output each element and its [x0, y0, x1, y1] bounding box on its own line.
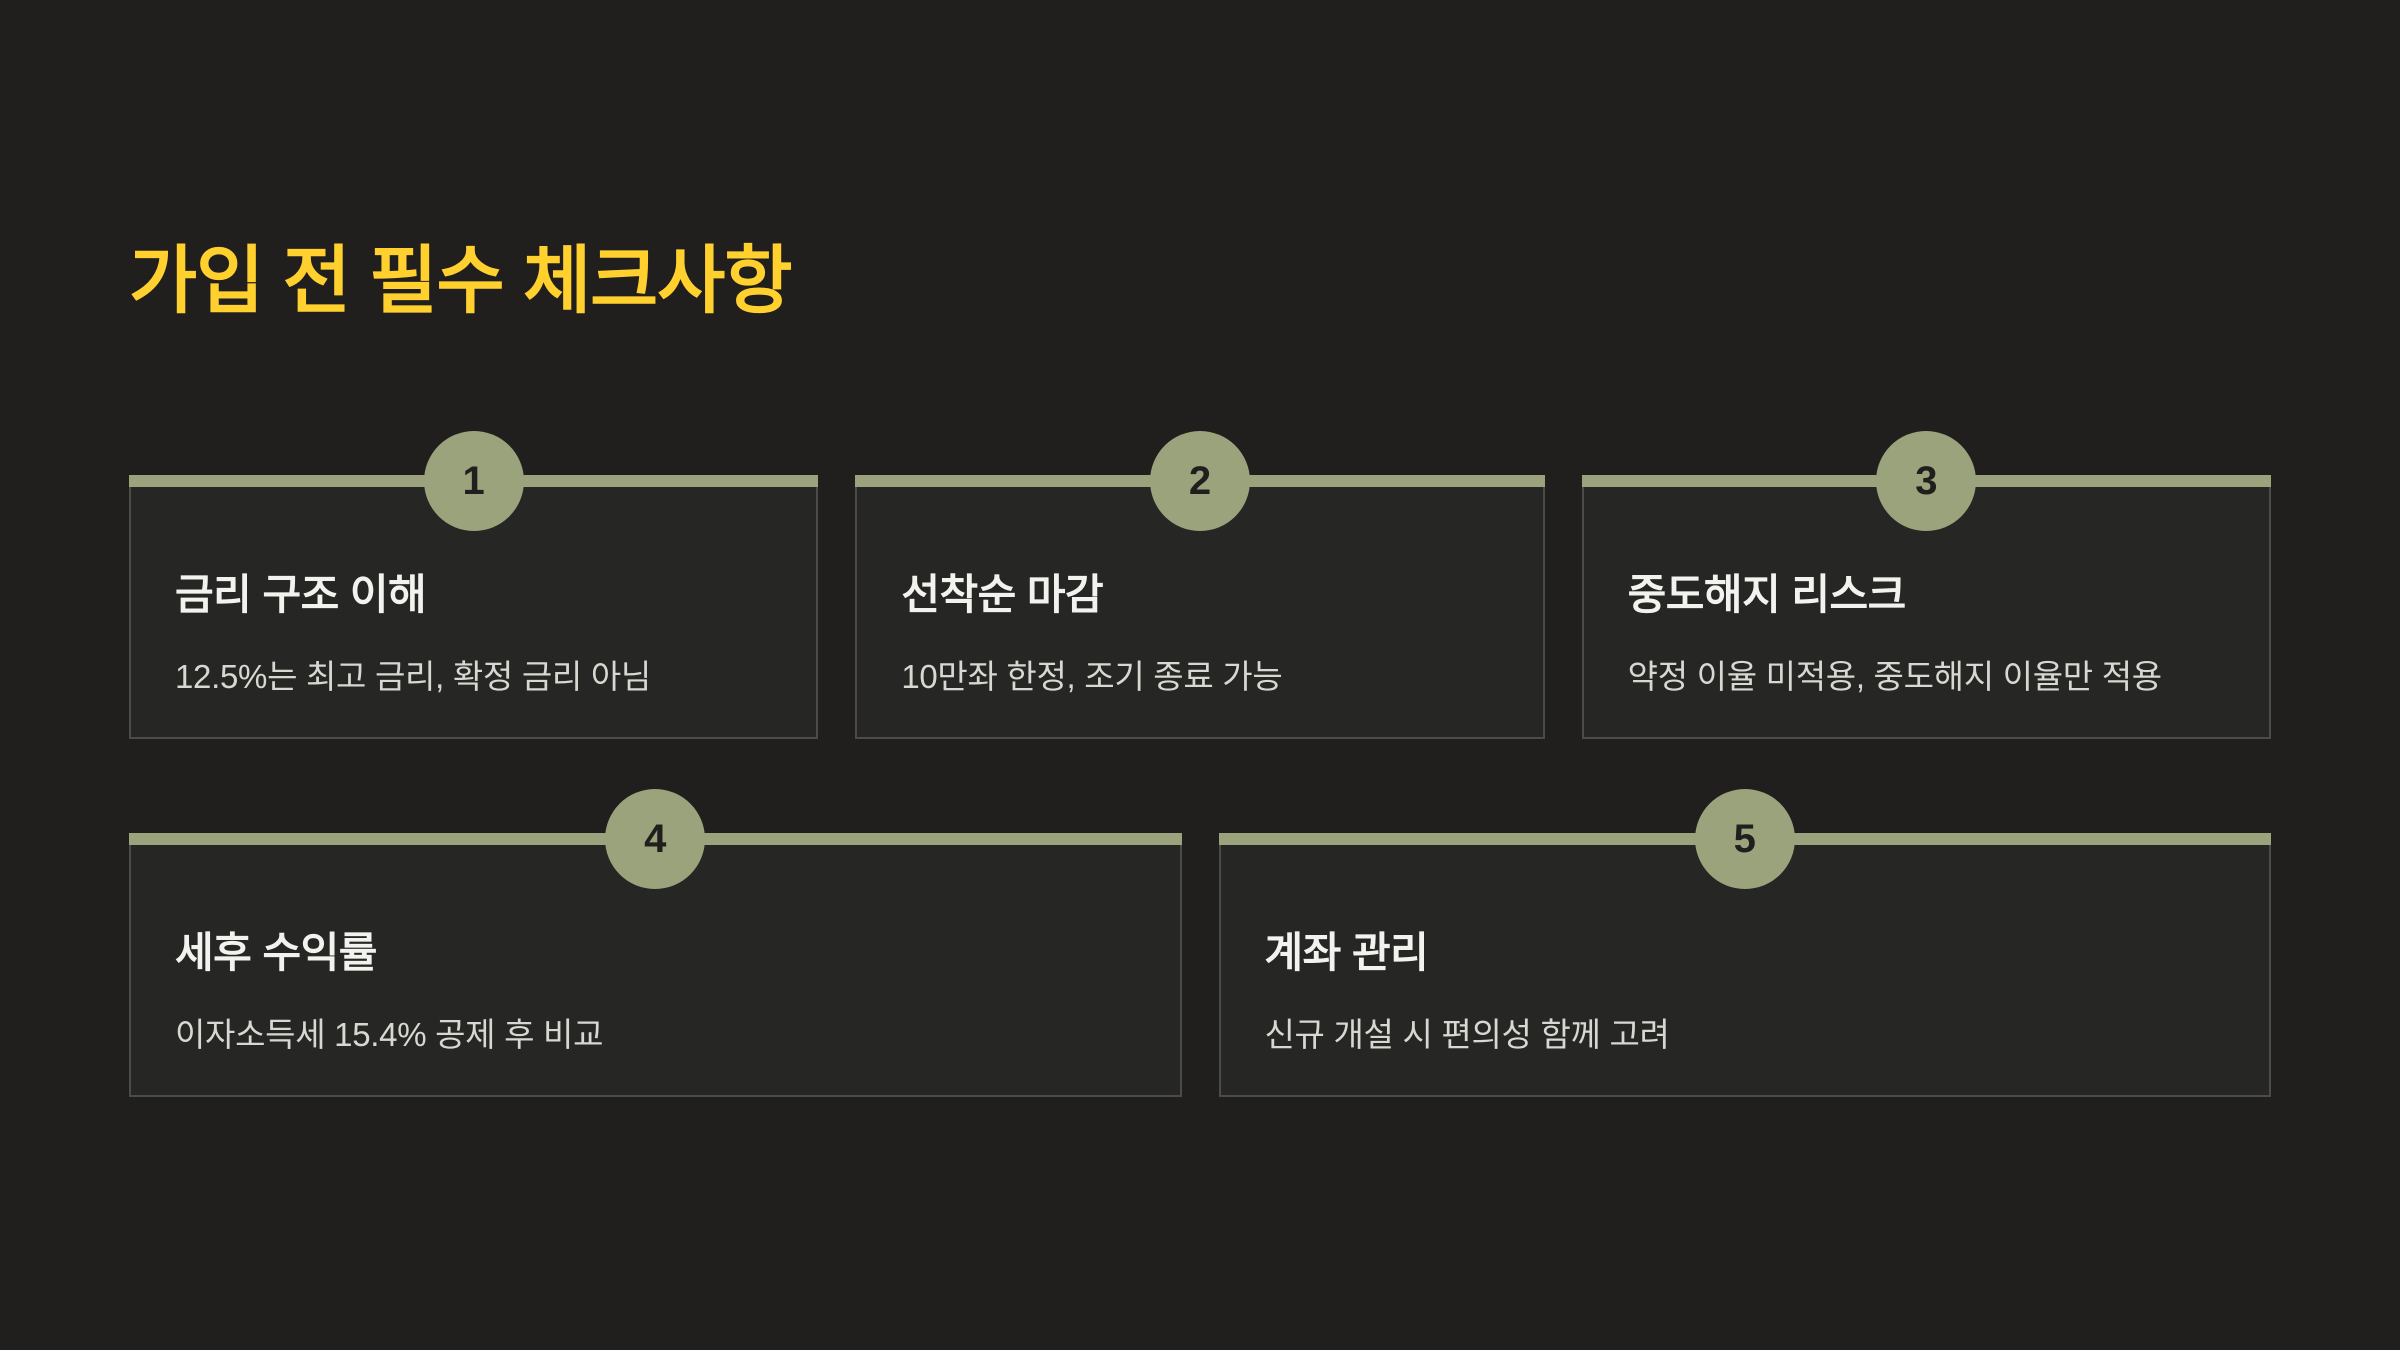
card-body: 계좌 관리 신규 개설 시 편의성 함께 고려 — [1221, 833, 2270, 1056]
card-number-badge: 5 — [1694, 789, 1795, 890]
card-number: 4 — [644, 816, 667, 861]
check-card-2: 2 선착순 마감 10만좌 한정, 조기 종료 가능 — [855, 431, 1545, 740]
card-body: 세후 수익률 이자소득세 15.4% 공제 후 비교 — [131, 833, 1180, 1056]
card-description: 10만좌 한정, 조기 종료 가능 — [901, 658, 1283, 696]
check-card-3: 3 중도해지 리스크 약정 이율 미적용, 중도해지 이율만 적용 — [1581, 431, 2271, 740]
card-description: 이자소득세 15.4% 공제 후 비교 — [175, 1016, 604, 1054]
card-description: 약정 이율 미적용, 중도해지 이율만 적용 — [1627, 658, 2162, 696]
page-title: 가입 전 필수 체크사항 — [129, 239, 792, 322]
card-body: 금리 구조 이해 12.5%는 최고 금리, 확정 금리 아님 — [131, 475, 816, 698]
card-number-badge: 3 — [1876, 431, 1977, 532]
slide: 가입 전 필수 체크사항 1 금리 구조 이해 12.5%는 최고 금리, 확정… — [0, 238, 2400, 1350]
card-body: 중도해지 리스크 약정 이율 미적용, 중도해지 이율만 적용 — [1584, 475, 2269, 698]
card-number: 3 — [1915, 458, 1938, 503]
card-title: 세후 수익률 — [175, 929, 377, 977]
check-card-5: 5 계좌 관리 신규 개설 시 편의성 함께 고려 — [1218, 789, 2271, 1098]
card-title: 금리 구조 이해 — [175, 571, 427, 619]
cards-row-top: 1 금리 구조 이해 12.5%는 최고 금리, 확정 금리 아님 2 선착순 … — [129, 431, 2271, 740]
card-number-badge: 2 — [1149, 431, 1250, 532]
check-card-1: 1 금리 구조 이해 12.5%는 최고 금리, 확정 금리 아님 — [129, 431, 819, 740]
card-number-badge: 1 — [423, 431, 524, 532]
check-card-4: 4 세후 수익률 이자소득세 15.4% 공제 후 비교 — [129, 789, 1182, 1098]
card-description: 신규 개설 시 편의성 함께 고려 — [1264, 1016, 1670, 1054]
card-number: 5 — [1733, 816, 1756, 861]
card-number: 1 — [462, 458, 485, 503]
card-body: 선착순 마감 10만좌 한정, 조기 종료 가능 — [857, 475, 1542, 698]
card-number: 2 — [1188, 458, 1212, 503]
card-title: 선착순 마감 — [901, 571, 1104, 619]
card-description: 12.5%는 최고 금리, 확정 금리 아님 — [175, 658, 651, 696]
card-title: 계좌 관리 — [1264, 929, 1429, 977]
card-title: 중도해지 리스크 — [1627, 571, 1907, 619]
card-number-badge: 4 — [605, 789, 706, 890]
cards-row-bottom: 4 세후 수익률 이자소득세 15.4% 공제 후 비교 5 계좌 관리 신규 … — [129, 789, 2271, 1098]
